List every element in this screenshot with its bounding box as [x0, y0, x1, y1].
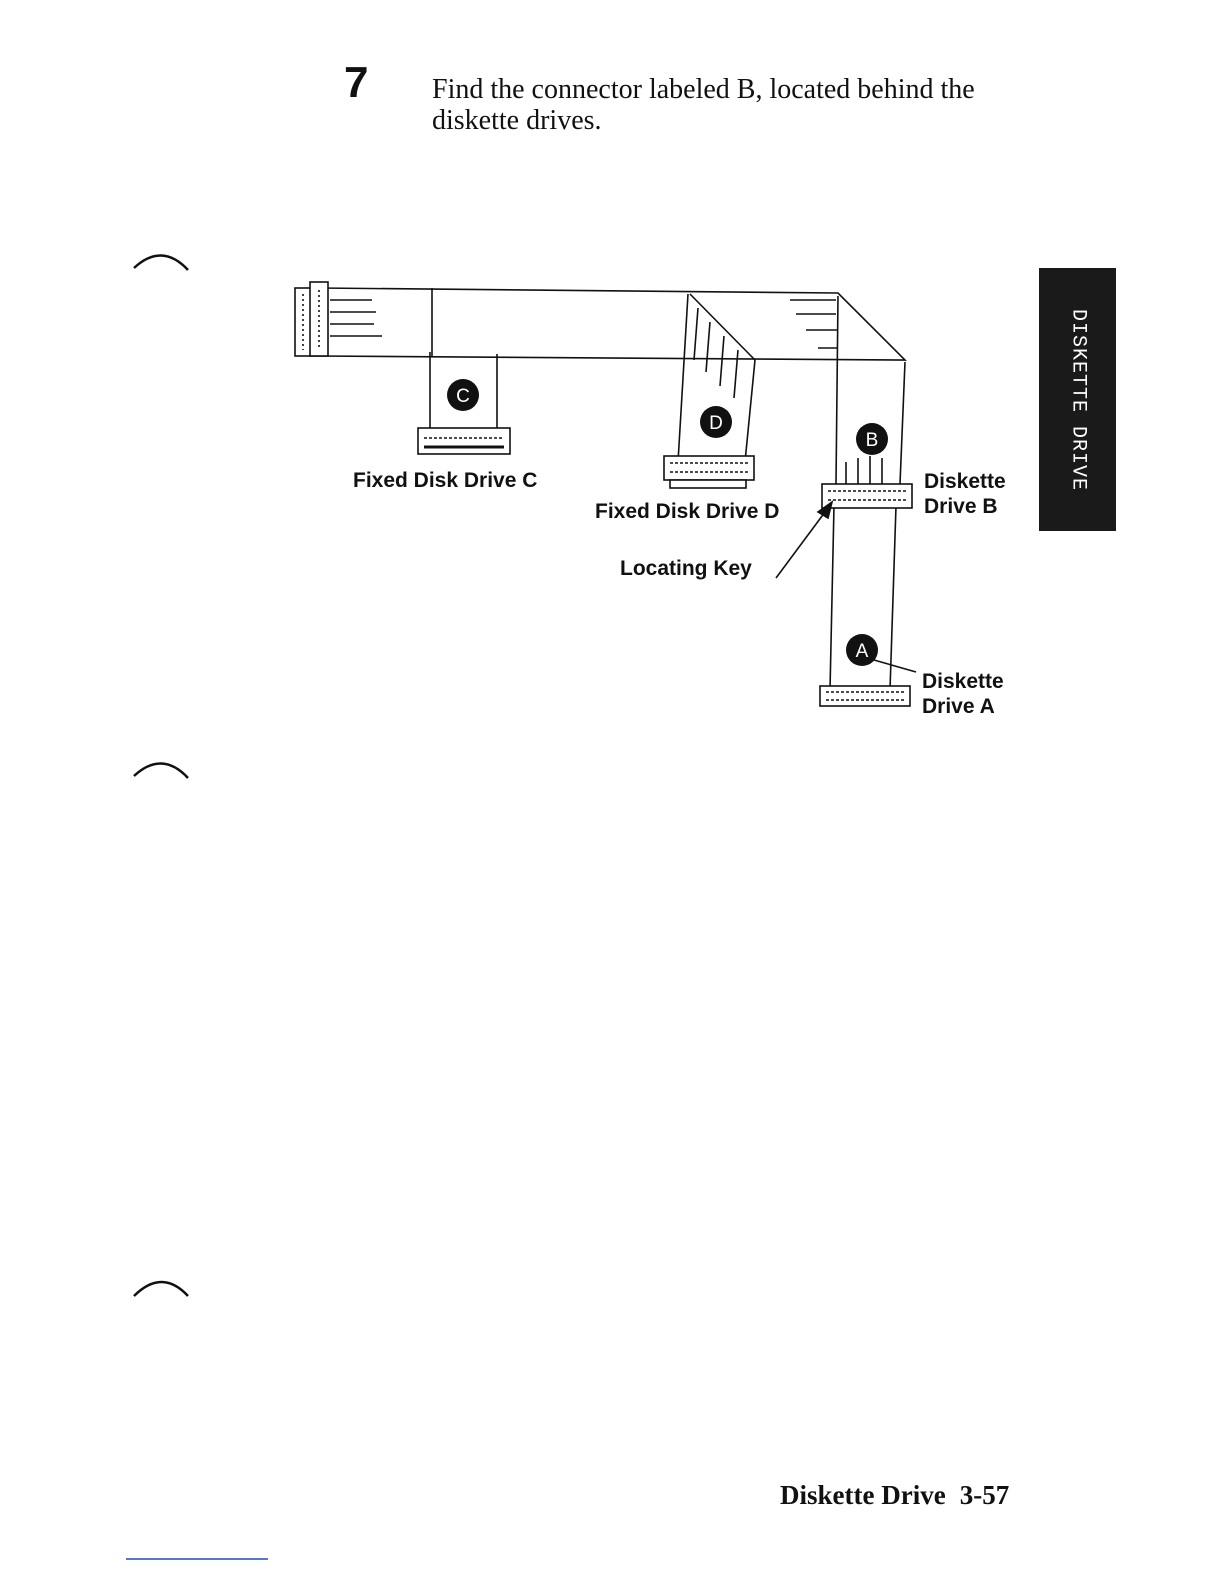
locating-key-arrow: [776, 502, 832, 578]
connector-b: [822, 484, 912, 508]
binder-arc-icon: [130, 1272, 194, 1302]
label-diskette-a-line1: Diskette: [922, 669, 1004, 694]
page-footer: Diskette Drive 3-57: [780, 1480, 1009, 1511]
marker-d: D: [700, 406, 732, 438]
label-diskette-a-line2: Drive A: [922, 694, 1004, 719]
marker-b: B: [856, 423, 888, 455]
label-diskette-b-line1: Diskette: [924, 469, 1006, 494]
svg-text:C: C: [456, 386, 470, 407]
connector-c: [418, 428, 510, 454]
connector-a: [820, 686, 910, 706]
label-locating-key: Locating Key: [620, 556, 752, 581]
label-fixed-disk-d: Fixed Disk Drive D: [595, 499, 779, 524]
label-diskette-drive-a: Diskette Drive A: [922, 669, 1004, 719]
main-ribbon-cable: [318, 288, 905, 360]
footer-section-title: Diskette Drive: [780, 1480, 946, 1510]
end-connector: [295, 282, 328, 356]
bottom-rule: [126, 1558, 268, 1560]
svg-text:A: A: [856, 641, 869, 662]
label-diskette-drive-b: Diskette Drive B: [924, 469, 1006, 519]
diskette-cable: [836, 296, 905, 484]
footer-page-number: 3-57: [960, 1480, 1010, 1510]
svg-text:D: D: [709, 413, 723, 434]
label-fixed-disk-c: Fixed Disk Drive C: [353, 468, 537, 493]
svg-text:B: B: [866, 430, 879, 451]
connector-d: [664, 456, 754, 488]
label-diskette-b-line2: Drive B: [924, 494, 1006, 519]
marker-a: A: [846, 634, 878, 666]
marker-c: C: [447, 379, 479, 411]
cable-diagram: C D B A: [0, 0, 1224, 760]
